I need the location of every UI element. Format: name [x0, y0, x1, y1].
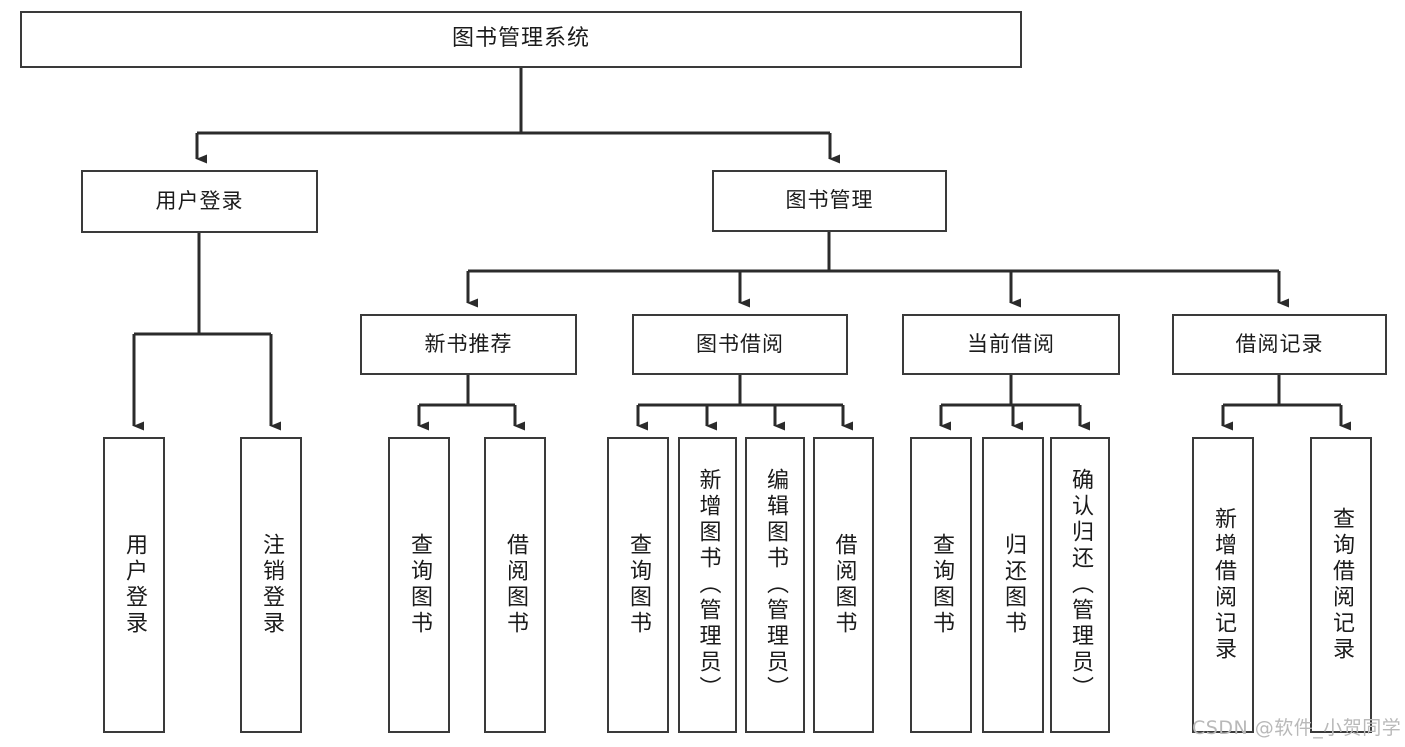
node-leaf-query-book-1-label: 查询图书: [407, 533, 432, 637]
node-leaf-confirm-return[interactable]: 确认归还（管理员）: [1050, 437, 1110, 733]
node-leaf-borrow-book-2-label: 借阅图书: [831, 533, 857, 637]
node-book-manage-label: 图书管理: [785, 188, 874, 213]
node-new-book-rec[interactable]: 新书推荐: [360, 314, 577, 375]
node-leaf-logout-label: 注销登录: [259, 533, 284, 637]
node-leaf-logout[interactable]: 注销登录: [240, 437, 302, 733]
node-book-borrow[interactable]: 图书借阅: [632, 314, 848, 375]
node-leaf-query-book-2[interactable]: 查询图书: [607, 437, 669, 733]
node-leaf-query-book-3-label: 查询图书: [929, 533, 954, 637]
node-leaf-return-book[interactable]: 归还图书: [982, 437, 1044, 733]
node-leaf-query-record[interactable]: 查询借阅记录: [1310, 437, 1372, 733]
node-root[interactable]: 图书管理系统: [20, 11, 1022, 68]
node-leaf-edit-book[interactable]: 编辑图书（管理员）: [745, 437, 805, 733]
node-leaf-user-login-label: 用户登录: [122, 533, 147, 637]
node-new-book-rec-label: 新书推荐: [424, 331, 513, 356]
node-user-login[interactable]: 用户登录: [81, 170, 318, 233]
node-leaf-user-login[interactable]: 用户登录: [103, 437, 165, 733]
node-leaf-borrow-book-1[interactable]: 借阅图书: [484, 437, 546, 733]
node-leaf-borrow-book-1-label: 借阅图书: [503, 533, 528, 637]
node-leaf-add-record-label: 新增借阅记录: [1211, 507, 1236, 663]
node-leaf-add-book[interactable]: 新增图书（管理员）: [678, 437, 737, 733]
node-leaf-add-record[interactable]: 新增借阅记录: [1192, 437, 1254, 733]
node-leaf-query-book-2-label: 查询图书: [626, 533, 651, 637]
node-leaf-query-book-1[interactable]: 查询图书: [388, 437, 450, 733]
node-leaf-add-book-label: 新增图书（管理员）: [695, 468, 721, 702]
node-book-borrow-label: 图书借阅: [696, 331, 784, 356]
node-leaf-query-book-3[interactable]: 查询图书: [910, 437, 972, 733]
node-root-label: 图书管理系统: [451, 26, 590, 52]
node-current-borrow-label: 当前借阅: [967, 331, 1055, 356]
node-leaf-query-record-label: 查询借阅记录: [1329, 507, 1354, 663]
node-borrow-record[interactable]: 借阅记录: [1172, 314, 1387, 375]
node-user-login-label: 用户登录: [155, 188, 244, 213]
node-book-manage[interactable]: 图书管理: [712, 170, 947, 232]
node-leaf-borrow-book-2[interactable]: 借阅图书: [813, 437, 874, 733]
node-current-borrow[interactable]: 当前借阅: [902, 314, 1120, 375]
node-leaf-edit-book-label: 编辑图书（管理员）: [763, 468, 788, 702]
node-leaf-return-book-label: 归还图书: [1001, 533, 1026, 637]
node-borrow-record-label: 借阅记录: [1235, 331, 1324, 356]
node-leaf-confirm-return-label: 确认归还（管理员）: [1068, 468, 1093, 702]
